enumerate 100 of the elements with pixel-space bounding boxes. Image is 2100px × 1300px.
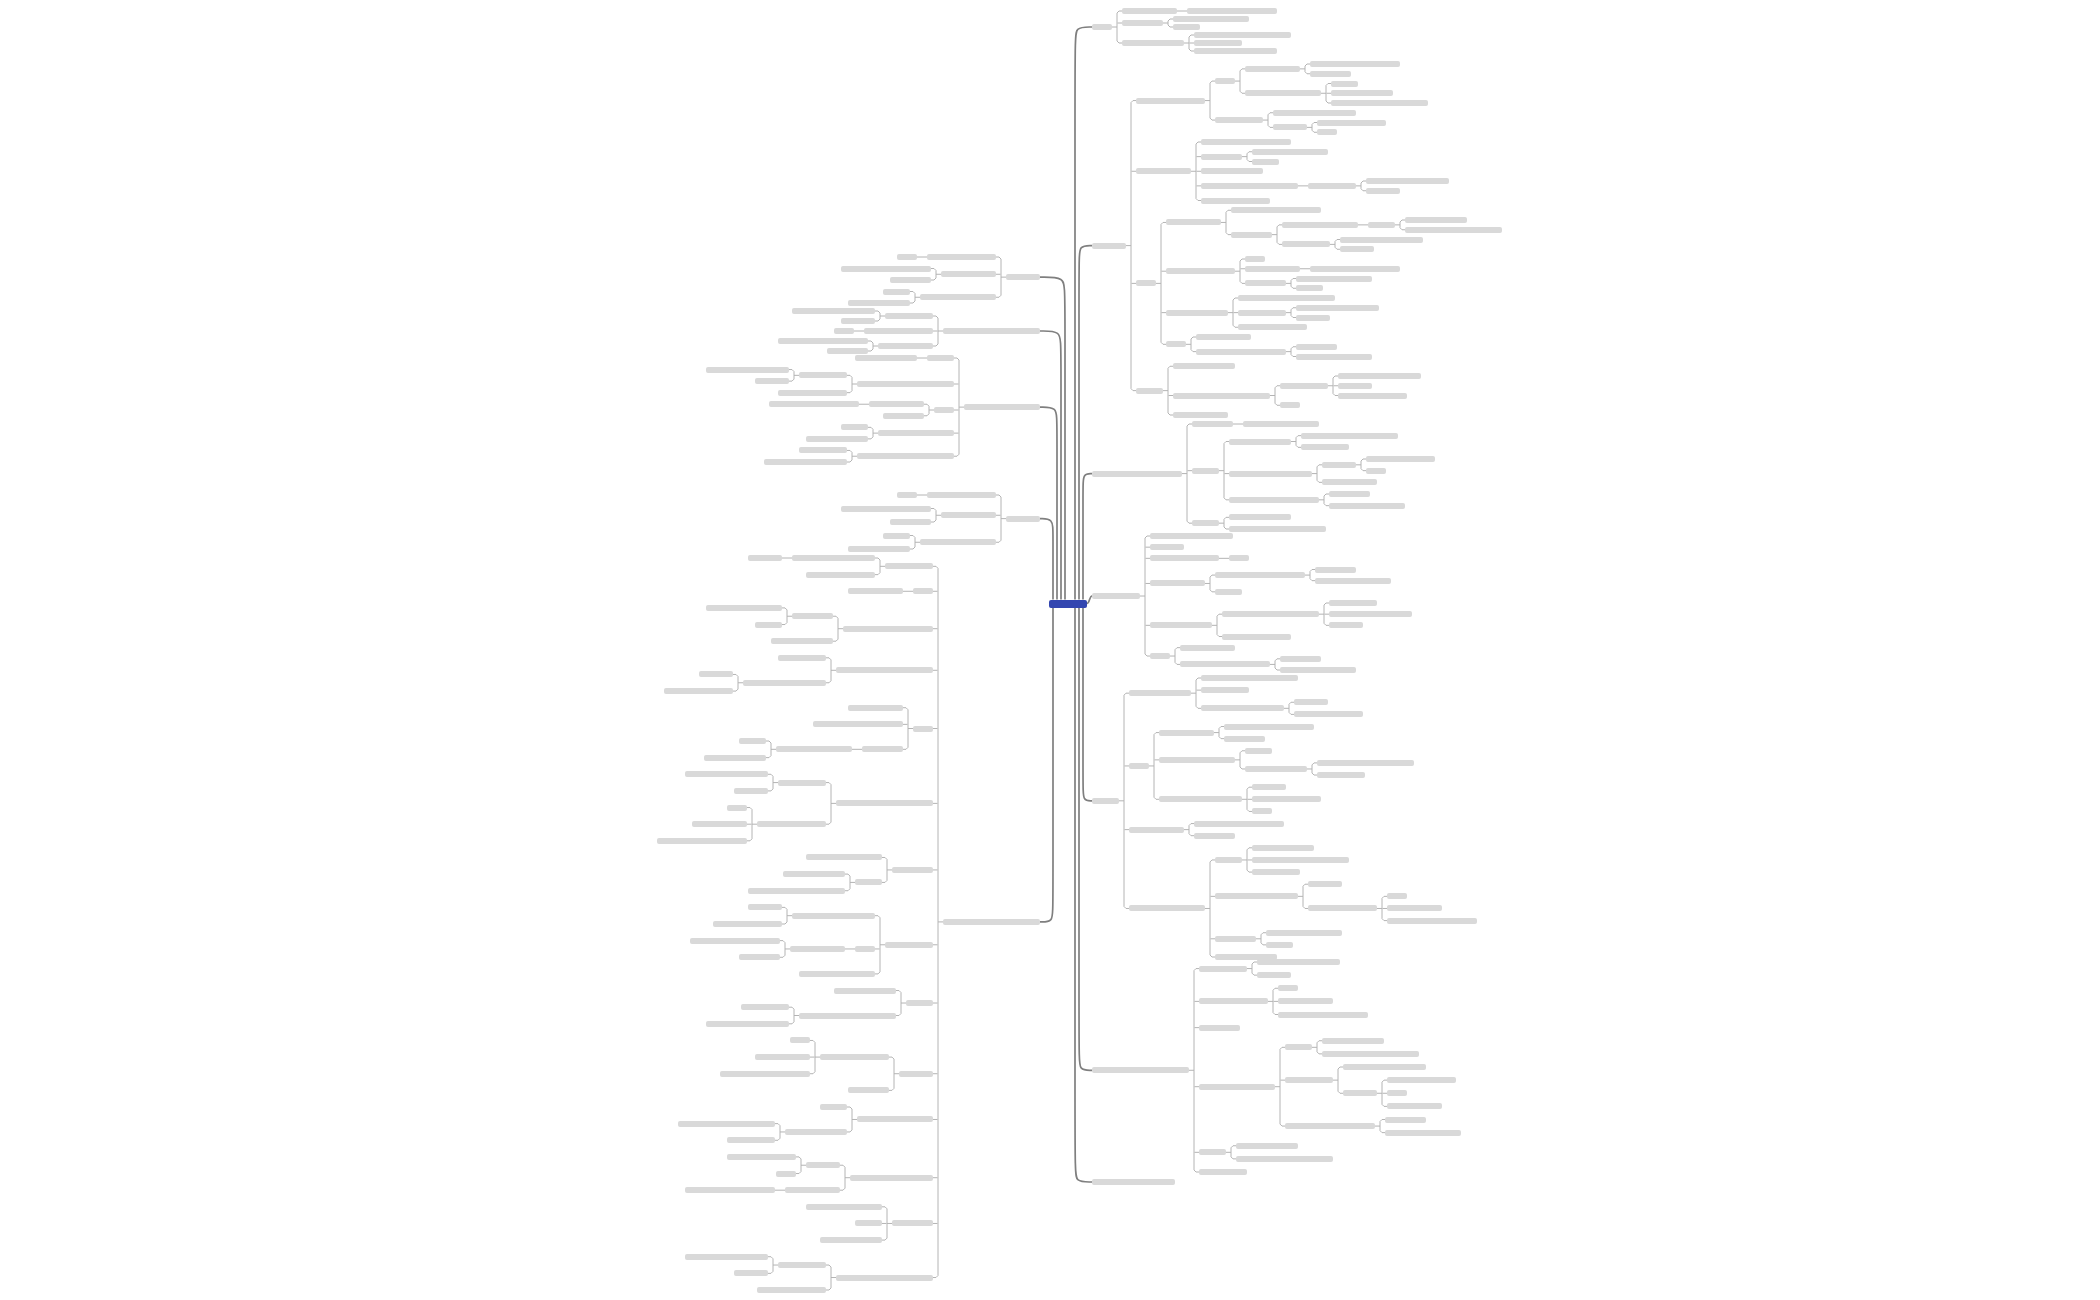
topic-bar xyxy=(913,725,933,732)
connector-line xyxy=(1193,968,1200,972)
connector-line xyxy=(958,359,965,455)
topic-bar xyxy=(855,355,917,361)
topic-bar xyxy=(685,1187,775,1194)
branch-curve xyxy=(1078,244,1093,601)
connector-line xyxy=(1290,285,1297,289)
topic-bar xyxy=(1317,772,1365,779)
topic-bar xyxy=(1199,1024,1240,1031)
connector-line xyxy=(953,432,959,434)
connector-line xyxy=(1239,258,1246,262)
connector-line xyxy=(1125,102,1132,390)
topic-bar xyxy=(806,854,882,861)
topic-bar xyxy=(706,366,789,373)
topic-bar xyxy=(1285,1077,1333,1084)
topic-bar xyxy=(1331,80,1358,87)
connector-line xyxy=(1360,180,1367,184)
connector-line xyxy=(1302,906,1309,909)
topic-bar xyxy=(1338,373,1421,379)
topic-bar xyxy=(1224,735,1265,742)
connector-line xyxy=(1190,336,1197,340)
connector-line xyxy=(1280,1079,1286,1081)
connector-line xyxy=(774,1137,781,1141)
topic-bar xyxy=(1280,382,1328,389)
connector-line xyxy=(1276,241,1283,245)
connector-line xyxy=(1168,395,1174,396)
connector-line xyxy=(844,888,851,892)
topic-bar xyxy=(890,277,931,283)
topic-bar xyxy=(836,800,933,807)
topic-bar xyxy=(1122,8,1177,14)
connector-line xyxy=(1247,859,1253,861)
connector-line xyxy=(765,755,772,759)
connector-line xyxy=(1154,759,1160,761)
topic-bar xyxy=(857,381,954,387)
connector-line xyxy=(886,1208,893,1239)
connector-line xyxy=(851,1108,858,1131)
topic-bar xyxy=(1201,687,1249,694)
connector-line xyxy=(932,1119,938,1120)
topic-bar xyxy=(1215,117,1263,124)
connector-line xyxy=(1297,885,1304,907)
topic-bar xyxy=(857,1116,933,1123)
topic-bar xyxy=(1199,1169,1247,1175)
connector-line xyxy=(1144,535,1151,539)
connector-line xyxy=(781,921,788,925)
topic-bar xyxy=(1387,893,1407,900)
connector-line xyxy=(1234,260,1241,282)
connector-line xyxy=(1139,537,1146,655)
topic-bar xyxy=(1329,502,1405,509)
topic-bar xyxy=(1092,470,1182,477)
topic-bar xyxy=(1199,1083,1275,1090)
connector-line xyxy=(732,673,739,677)
topic-bar xyxy=(790,945,845,952)
topic-bar xyxy=(792,912,875,919)
topic-bar xyxy=(1308,182,1356,189)
connector-line xyxy=(1274,385,1281,389)
topic-bar xyxy=(1315,577,1391,584)
connector-line xyxy=(793,371,800,380)
topic-bar xyxy=(1343,1090,1377,1097)
topic-bar xyxy=(785,1187,840,1194)
topic-bar xyxy=(755,621,782,628)
connector-line xyxy=(1194,1000,1200,1002)
branch-curve xyxy=(1074,26,1093,601)
topic-bar xyxy=(1252,856,1349,863)
connector-line xyxy=(872,342,879,350)
connector-line xyxy=(846,1129,853,1133)
connector-line xyxy=(881,856,888,860)
connector-line xyxy=(1130,388,1137,392)
connector-line xyxy=(1210,938,1216,940)
connector-line xyxy=(1311,762,1318,766)
topic-bar xyxy=(864,328,933,334)
connector-line xyxy=(786,908,793,923)
topic-bar xyxy=(657,837,747,844)
topic-bar xyxy=(769,401,859,408)
connector-line xyxy=(1329,241,1336,248)
connector-line xyxy=(1218,557,1230,559)
topic-bar xyxy=(1150,533,1233,539)
topic-bar xyxy=(1366,456,1435,462)
topic-bar xyxy=(1136,387,1163,394)
topic-bar xyxy=(778,779,826,786)
connector-line xyxy=(1246,808,1253,812)
topic-bar xyxy=(913,588,933,595)
topic-bar xyxy=(685,1253,768,1260)
topic-bar xyxy=(1199,998,1268,1005)
connector-line xyxy=(1318,604,1325,624)
connector-line xyxy=(1211,615,1218,635)
topic-bar xyxy=(1159,756,1235,763)
connector-line xyxy=(932,565,939,569)
topic-bar xyxy=(927,492,996,498)
connector-line xyxy=(837,617,844,640)
topic-bar xyxy=(1150,544,1184,551)
topic-bar xyxy=(1150,622,1212,629)
connector-line xyxy=(1334,239,1341,242)
connector-line xyxy=(1225,232,1232,236)
connector-line xyxy=(781,557,793,559)
topic-bar xyxy=(1215,78,1235,85)
connector-line xyxy=(932,728,938,729)
connector-line xyxy=(1288,711,1295,715)
topic-bar xyxy=(706,1020,789,1027)
topic-bar xyxy=(1387,1103,1442,1110)
connector-line xyxy=(1323,602,1330,606)
